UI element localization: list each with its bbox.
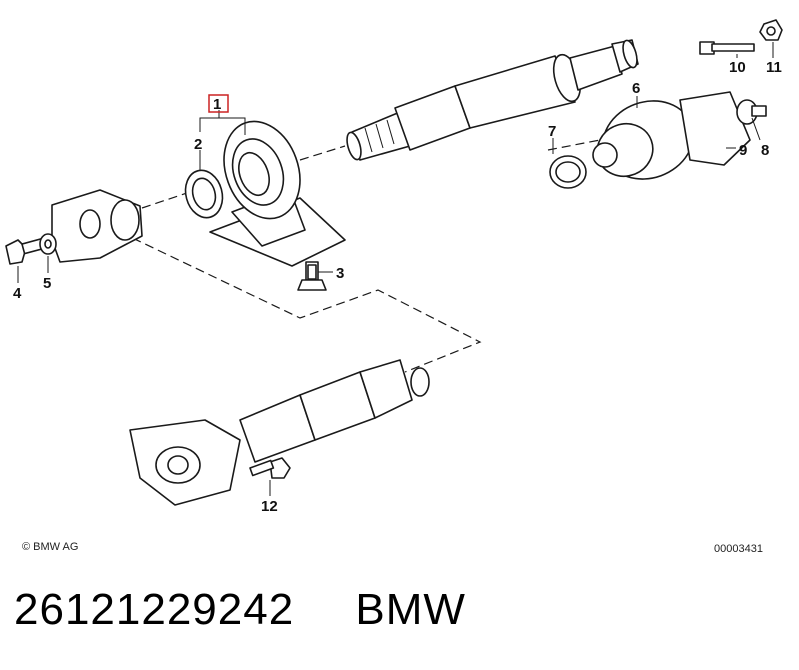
- bolt-12: [249, 457, 291, 479]
- callout-6: 6: [632, 80, 640, 97]
- left-yoke: [51, 189, 143, 263]
- callout-5: 5: [43, 275, 51, 292]
- bearing-ring: [184, 169, 224, 219]
- nut-11: [759, 19, 783, 41]
- bolt-10: [699, 41, 755, 55]
- bolt-3: [307, 264, 317, 280]
- flex-coupling: [592, 91, 751, 180]
- copyright-notice: © BMW AG: [22, 541, 79, 553]
- callout-3: 3: [336, 265, 344, 282]
- callout-10: 10: [729, 59, 746, 76]
- callout-11: 11: [766, 59, 782, 76]
- callout-8: 8: [761, 142, 769, 159]
- hose-clamp: [549, 155, 587, 189]
- brand-name: BMW: [355, 585, 466, 634]
- bolt-4: [5, 238, 45, 265]
- callout-4: 4: [13, 285, 22, 302]
- callout-2: 2: [194, 136, 202, 153]
- centering-sleeve: [736, 99, 767, 125]
- washer-5: [39, 233, 57, 255]
- center-bearing-support: [209, 120, 346, 291]
- callout-12: 12: [261, 498, 278, 515]
- callout-labels: 1 2 3 4 5 6 7 8 9 10 11 12: [13, 59, 782, 515]
- callout-1-highlight-box: [208, 94, 229, 113]
- front-driveshaft-section: [346, 39, 639, 161]
- callout-9: 9: [739, 142, 747, 159]
- callout-1: 1: [213, 96, 221, 113]
- driveshaft-exploded-diagram: 1 2 3 4 5 6 7 8 9 10 11 12: [5, 19, 783, 515]
- part-caption: 26121229242 BMW: [14, 585, 466, 635]
- callout-7: 7: [548, 123, 556, 140]
- diagram-reference-number: 00003431: [714, 543, 763, 555]
- rear-driveshaft-section: [129, 359, 430, 506]
- part-number: 26121229242: [14, 585, 295, 634]
